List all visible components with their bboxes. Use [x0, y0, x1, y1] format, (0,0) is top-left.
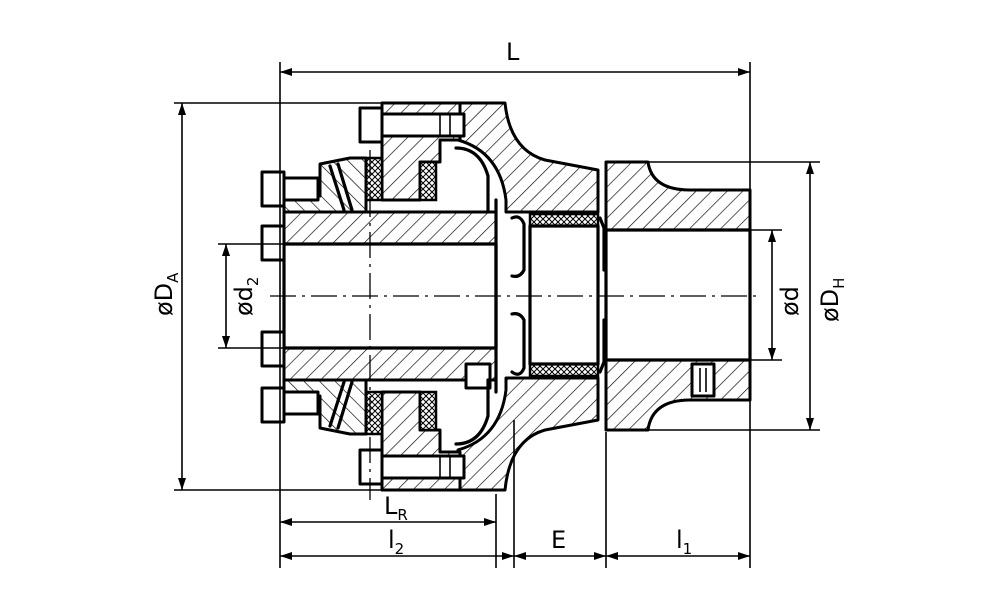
pin-icon — [464, 362, 492, 390]
dimension-lines — [174, 62, 820, 568]
dim-d2-label: ød2 — [230, 277, 262, 316]
dim-E-label: E — [551, 526, 566, 554]
bolt-head-icon — [260, 224, 286, 262]
cap-screws — [358, 106, 466, 486]
screw-head-icon — [358, 448, 384, 486]
set-screw-icon — [690, 362, 716, 398]
dim-LR-label: LR — [384, 492, 408, 524]
elastic-element — [510, 212, 606, 378]
dim-DH-label: øDH — [816, 278, 848, 322]
dim-l1-label: l1 — [676, 526, 692, 558]
screw-head-icon — [358, 106, 384, 144]
adjusting-bolts — [260, 170, 320, 424]
bolt-head-icon — [260, 330, 286, 368]
dim-DA-label: øDA — [150, 272, 182, 316]
dim-d-label: ød — [776, 286, 804, 316]
dim-l2-label: l2 — [388, 526, 404, 558]
flange-body — [456, 101, 600, 492]
dim-L-label: L — [506, 38, 520, 66]
